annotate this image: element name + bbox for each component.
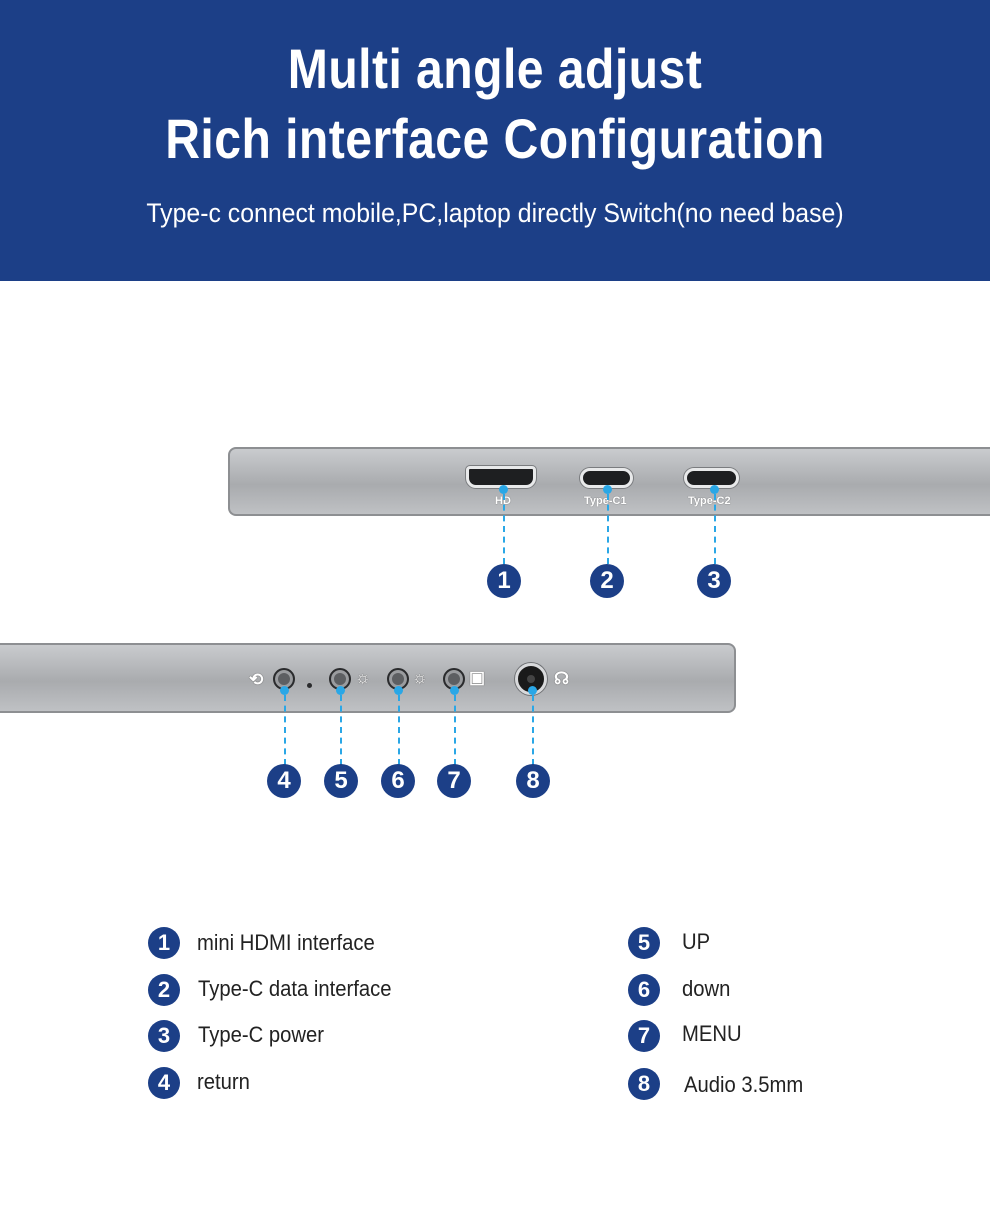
title-line-1: Multi angle adjust — [287, 37, 703, 100]
legend-text-2: Type-C data interface — [198, 976, 392, 1001]
title-line-2: Rich interface Configuration — [165, 107, 825, 170]
callout-badge-7: 7 — [437, 764, 471, 798]
legend-text-5: UP — [682, 929, 711, 954]
legend-badge-1: 1 — [148, 927, 180, 959]
legend-text-6: down — [682, 976, 731, 1001]
callout-line-5 — [340, 695, 342, 765]
callout-line-6 — [398, 695, 400, 765]
callout-badge-6: 6 — [381, 764, 415, 798]
legend-text-3: Type-C power — [198, 1022, 324, 1047]
legend-badge-2: 2 — [148, 974, 180, 1006]
legend-text-4: return — [197, 1069, 250, 1094]
callout-dot-5 — [336, 686, 345, 695]
menu-icon: ▣ — [469, 668, 486, 687]
callout-dot-4 — [280, 686, 289, 695]
callout-badge-2: 2 — [590, 564, 624, 598]
callout-dot-3 — [710, 485, 719, 494]
callout-badge-8: 8 — [516, 764, 550, 798]
callout-badge-1: 1 — [487, 564, 521, 598]
headphone-icon: ☊ — [554, 669, 570, 688]
callout-dot-6 — [394, 686, 403, 695]
callout-dot-7 — [450, 686, 459, 695]
legend-badge-5: 5 — [628, 927, 660, 959]
typec1-port-label: Type-C1 — [584, 495, 627, 507]
legend-badge-7: 7 — [628, 1020, 660, 1052]
legend-text-7: MENU — [682, 1021, 742, 1046]
callout-line-4 — [284, 695, 286, 765]
down-icon: ☼ — [412, 668, 428, 687]
power-led — [307, 683, 312, 688]
callout-dot-2 — [603, 485, 612, 494]
callout-line-1 — [503, 494, 505, 564]
legend-text-1: mini HDMI interface — [197, 930, 375, 955]
callout-badge-5: 5 — [324, 764, 358, 798]
callout-dot-1 — [499, 485, 508, 494]
subtitle: Type-c connect mobile,PC,laptop directly… — [146, 198, 844, 228]
legend-text-8: Audio 3.5mm — [684, 1072, 804, 1097]
legend-badge-6: 6 — [628, 974, 660, 1006]
monitor-side-edge — [0, 643, 736, 713]
callout-line-8 — [532, 695, 534, 765]
header-banner: Multi angle adjust Rich interface Config… — [0, 0, 990, 281]
return-icon: ⟲ — [249, 670, 264, 689]
callout-dot-8 — [528, 686, 537, 695]
typec2-port-label: Type-C2 — [688, 495, 731, 507]
legend-badge-3: 3 — [148, 1020, 180, 1052]
hdmi-port-label: HD — [495, 495, 511, 507]
callout-line-7 — [454, 695, 456, 765]
callout-line-3 — [714, 494, 716, 564]
legend-badge-4: 4 — [148, 1067, 180, 1099]
callout-line-2 — [607, 494, 609, 564]
legend-badge-8: 8 — [628, 1068, 660, 1100]
up-icon: ☼ — [355, 668, 371, 687]
callout-badge-3: 3 — [697, 564, 731, 598]
callout-badge-4: 4 — [267, 764, 301, 798]
